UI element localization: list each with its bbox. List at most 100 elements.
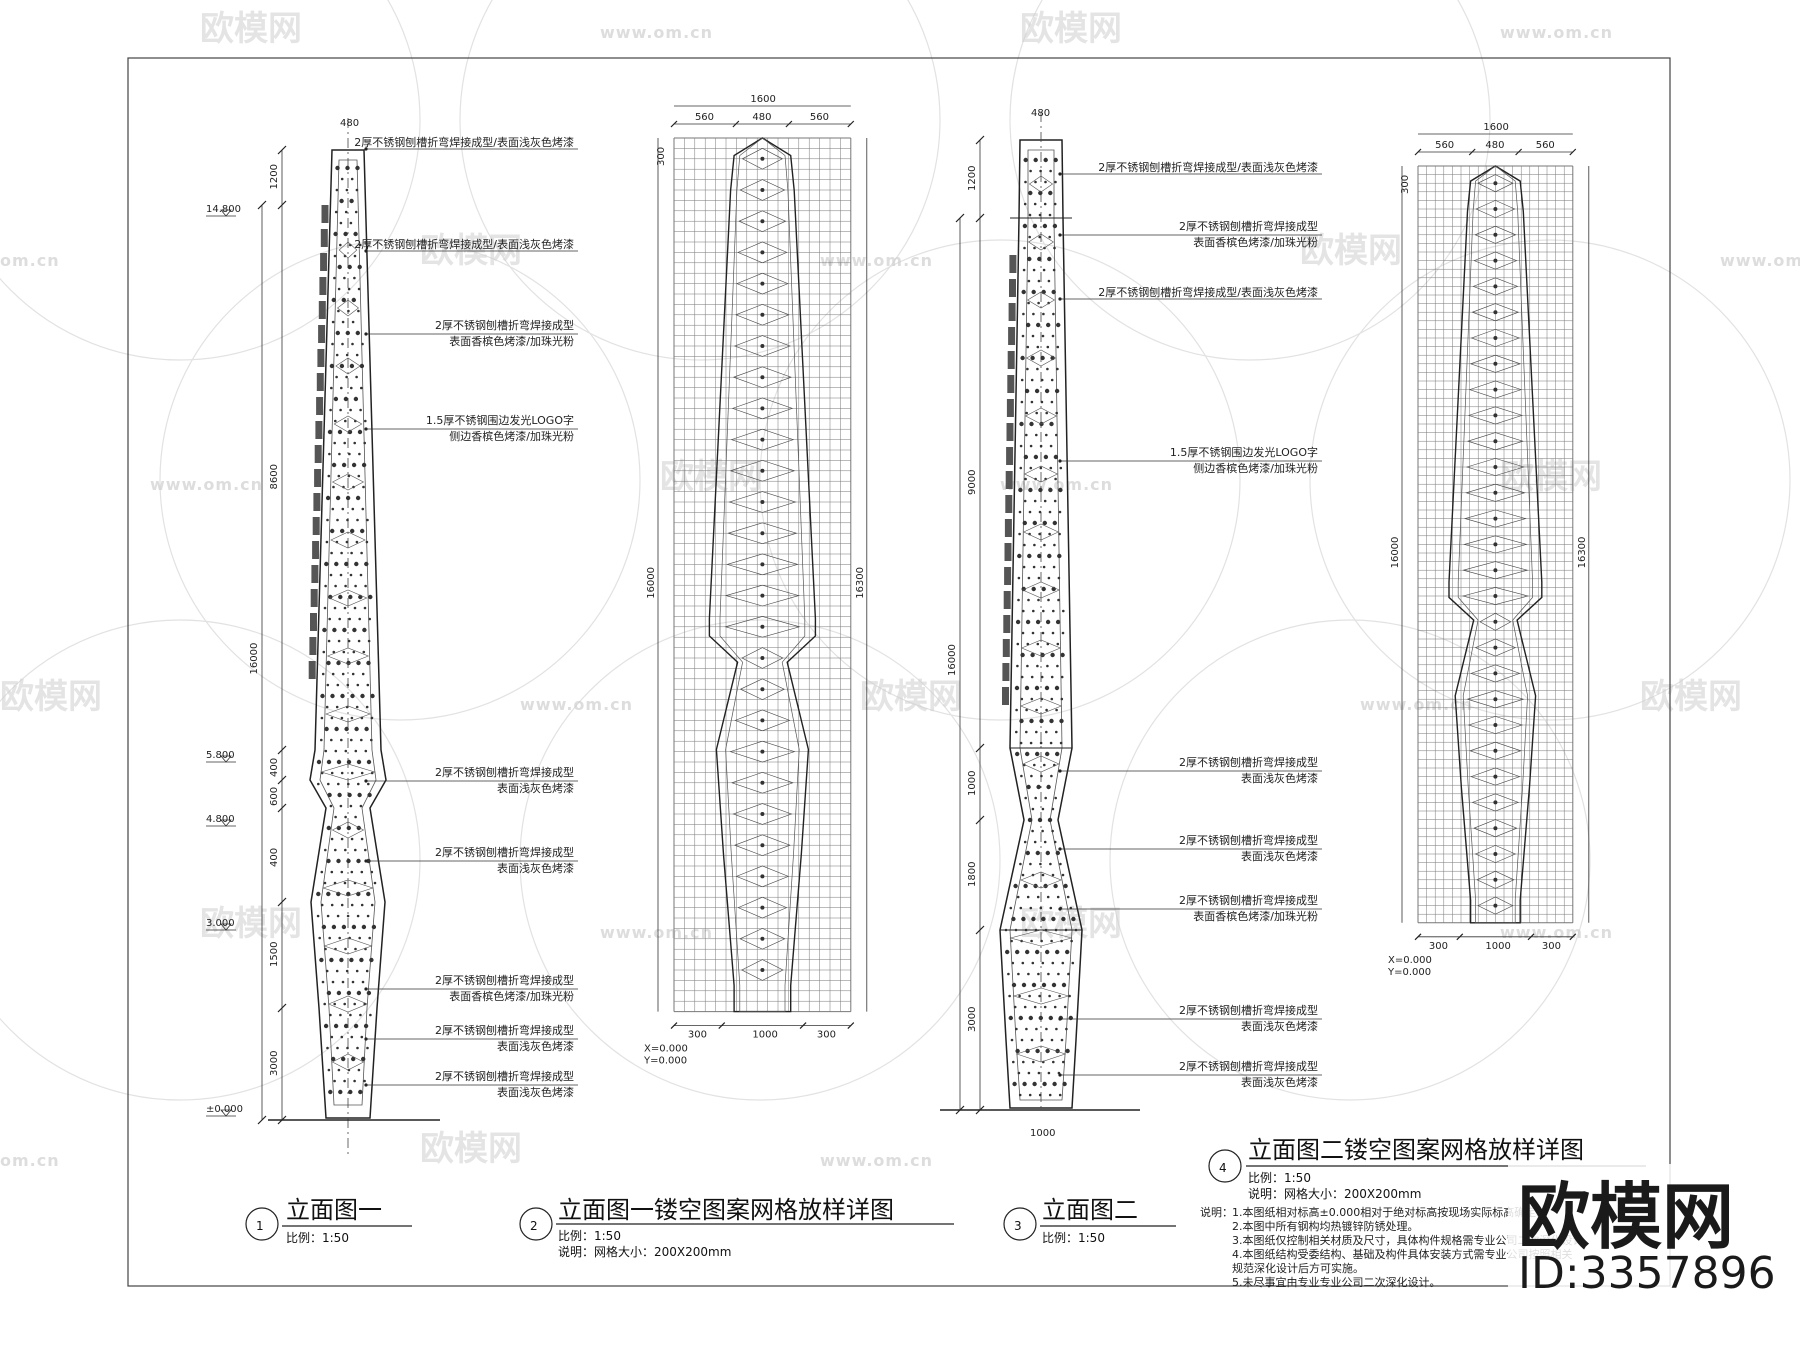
pattern-hole bbox=[364, 419, 367, 423]
pattern-hole bbox=[354, 210, 358, 214]
pattern-hole bbox=[1013, 883, 1018, 889]
pattern-hole bbox=[332, 627, 337, 633]
pattern-hole bbox=[1018, 510, 1022, 514]
pattern-hole bbox=[346, 990, 352, 996]
pattern-hole bbox=[1052, 223, 1058, 229]
pattern-hole bbox=[1042, 520, 1048, 526]
material-note: 2厚不锈钢刨槽折弯焊接成型 bbox=[435, 973, 574, 987]
pattern-hole bbox=[1025, 619, 1031, 625]
dimension-label: 1600 bbox=[1483, 122, 1508, 133]
pattern-hole bbox=[326, 858, 331, 864]
pattern-hole bbox=[322, 627, 327, 633]
pattern-hole bbox=[1065, 1048, 1070, 1054]
pattern-diamond bbox=[1466, 432, 1524, 451]
pattern-diamond bbox=[1026, 349, 1056, 367]
pattern-hole bbox=[332, 650, 336, 654]
pattern-hole bbox=[1017, 972, 1020, 976]
pattern-hole bbox=[1032, 1060, 1035, 1064]
pattern-hole bbox=[1029, 169, 1032, 173]
pattern-hole bbox=[350, 177, 354, 181]
pattern-hole bbox=[331, 980, 335, 984]
pattern-hole bbox=[343, 231, 348, 237]
pattern-hole bbox=[1037, 279, 1041, 283]
logo-letter bbox=[1002, 663, 1010, 681]
logo-letter bbox=[318, 325, 326, 343]
level-value: ±0.000 bbox=[206, 1104, 243, 1115]
pattern-hole bbox=[1025, 708, 1028, 712]
view-note: 说明：网格大小：200X200mm bbox=[558, 1244, 731, 1259]
pattern-hole bbox=[343, 1002, 347, 1006]
pattern-hole bbox=[350, 771, 354, 775]
pattern-hole bbox=[361, 672, 365, 676]
svg-text:1: 1 bbox=[256, 1219, 264, 1233]
pattern-hole bbox=[320, 693, 325, 699]
pattern-hole bbox=[321, 980, 325, 984]
perforated-pattern bbox=[316, 165, 377, 1095]
perforated-pattern bbox=[1004, 157, 1078, 1097]
pattern-hole bbox=[347, 264, 352, 270]
pattern-hole bbox=[334, 726, 339, 732]
pattern-hole bbox=[1053, 157, 1058, 163]
pattern-hole bbox=[1017, 598, 1020, 602]
pattern-hole bbox=[340, 837, 344, 841]
watermark-url: www.om.cn bbox=[820, 1151, 933, 1170]
pattern-hole bbox=[353, 276, 356, 280]
dimension-tick bbox=[277, 1003, 287, 1013]
material-notes: 2厚不锈钢刨槽折弯焊接成型/表面浅灰色烤漆2厚不锈钢刨槽折弯焊接成型/表面浅灰色… bbox=[354, 135, 578, 1099]
material-note: 2厚不锈钢刨槽折弯焊接成型 bbox=[435, 765, 574, 779]
pattern-hole bbox=[345, 353, 349, 357]
pattern-hole bbox=[326, 825, 331, 831]
pattern-hole bbox=[353, 1002, 357, 1006]
pattern-hole bbox=[325, 540, 329, 544]
pattern-hole bbox=[364, 749, 368, 753]
watermark-url: www.om.cn bbox=[600, 23, 713, 42]
pattern-hole bbox=[1070, 939, 1073, 943]
pattern-hole bbox=[1027, 279, 1031, 283]
pattern-hole bbox=[1025, 730, 1028, 734]
pattern-hole bbox=[354, 848, 357, 852]
pattern-hole bbox=[348, 1089, 353, 1095]
pattern-diamond bbox=[1473, 251, 1518, 270]
pattern-hole bbox=[335, 495, 341, 501]
pattern-hole bbox=[323, 1023, 329, 1029]
logo-letter bbox=[1006, 399, 1014, 417]
pattern-hole bbox=[1030, 355, 1035, 361]
pattern-hole bbox=[1058, 510, 1062, 514]
material-note: 2厚不锈钢刨槽折弯焊接成型 bbox=[435, 845, 574, 859]
leader-dot bbox=[1058, 907, 1062, 911]
pattern-hole bbox=[760, 468, 765, 473]
pattern-hole bbox=[340, 738, 343, 742]
pattern-hole bbox=[1020, 400, 1024, 404]
pattern-hole bbox=[1493, 903, 1498, 908]
pattern-hole bbox=[1051, 982, 1057, 988]
pattern-hole bbox=[1055, 850, 1061, 856]
logo-letter bbox=[312, 541, 320, 559]
pattern-hole bbox=[1058, 487, 1063, 493]
pattern-hole bbox=[1007, 972, 1010, 976]
pattern-hole bbox=[344, 947, 347, 951]
pattern-hole bbox=[1057, 576, 1061, 580]
pattern-hole bbox=[1032, 1081, 1037, 1087]
pattern-hole bbox=[347, 287, 351, 291]
pattern-hole bbox=[359, 408, 362, 412]
pattern-hole bbox=[330, 551, 333, 555]
pattern-hole bbox=[1493, 568, 1498, 573]
pattern-hole bbox=[360, 738, 363, 742]
level-value: 4.800 bbox=[206, 814, 235, 825]
pattern-hole bbox=[1054, 477, 1057, 481]
pattern-hole bbox=[1033, 1005, 1037, 1009]
pattern-hole bbox=[1036, 345, 1040, 349]
pattern-hole bbox=[342, 627, 347, 633]
pattern-hole bbox=[370, 738, 373, 742]
pattern-hole bbox=[1022, 268, 1026, 272]
pattern-hole bbox=[1039, 862, 1042, 866]
pattern-hole bbox=[323, 881, 327, 885]
watermark-url: om.cn bbox=[0, 251, 60, 270]
pattern-hole bbox=[1023, 840, 1027, 844]
dimension-label: 300 bbox=[1400, 175, 1411, 194]
pattern-hole bbox=[351, 924, 357, 930]
pattern-diamond bbox=[331, 473, 365, 491]
pattern-hole bbox=[347, 429, 353, 435]
